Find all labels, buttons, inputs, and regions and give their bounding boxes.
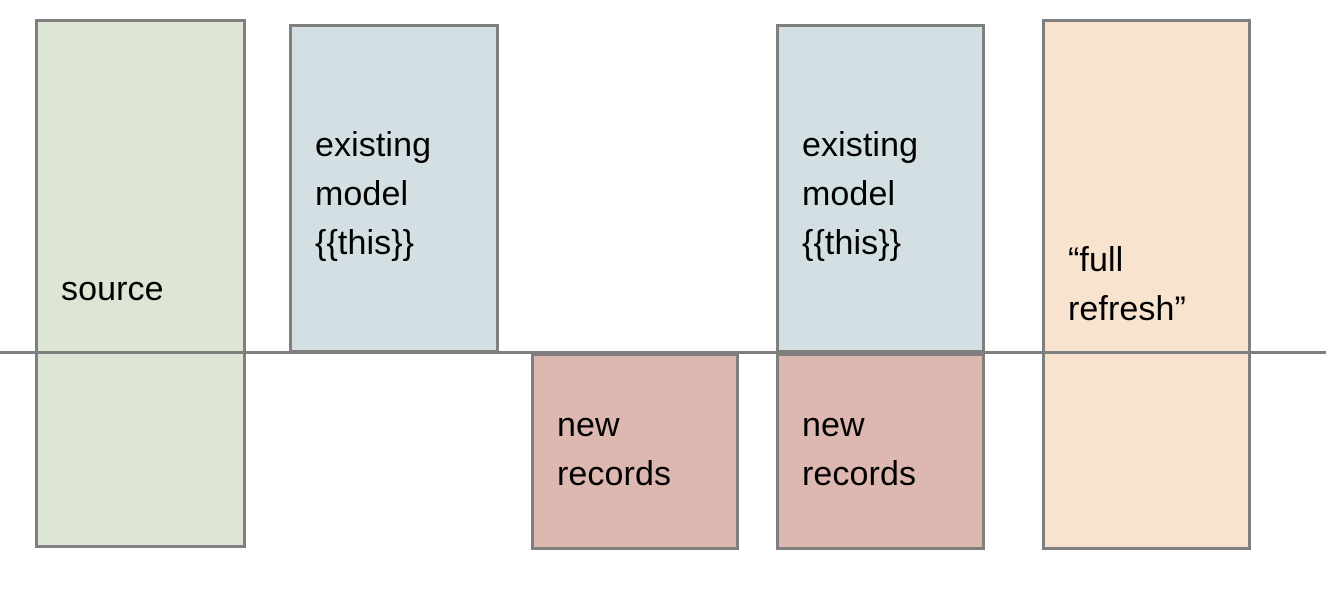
- box-full-refresh[interactable]: “full refresh”: [1042, 19, 1251, 550]
- box-new-records-2[interactable]: new records: [776, 353, 985, 550]
- box-full-refresh-label: “full refresh”: [1068, 241, 1186, 328]
- horizontal-divider-line: [0, 351, 1326, 354]
- box-source[interactable]: source: [35, 19, 246, 548]
- box-existing-model-2[interactable]: existing model {{this}}: [776, 24, 985, 353]
- box-existing-model-1[interactable]: existing model {{this}}: [289, 24, 499, 353]
- box-new-records-2-label: new records: [802, 406, 917, 493]
- box-new-records-1-label: new records: [557, 406, 672, 493]
- box-source-label: source: [61, 270, 164, 308]
- box-existing-model-1-label: existing model {{this}}: [315, 126, 432, 262]
- box-new-records-1[interactable]: new records: [531, 353, 739, 550]
- box-existing-model-2-label: existing model {{this}}: [802, 126, 919, 262]
